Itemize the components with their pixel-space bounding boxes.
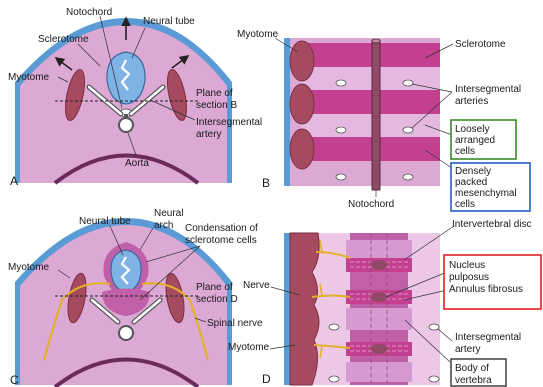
label-b-arteries-2: arteries — [455, 96, 488, 107]
label-d-myotome: Myotome — [228, 342, 270, 353]
panel-b-notochord-rod — [372, 40, 380, 190]
label-d-body-2: vertebra — [455, 375, 492, 386]
artery-b-4 — [403, 127, 413, 133]
panel-a: Notochord Neural tube Sclerotome Myotome… — [8, 7, 262, 188]
vertebral-body-2 — [346, 308, 412, 330]
label-b-notochord: Notochord — [348, 199, 394, 210]
panel-letter-d: D — [262, 372, 271, 386]
label-a-interseg-1: Intersegmental — [196, 117, 262, 128]
vertebral-body-3 — [346, 362, 412, 382]
label-a-aorta: Aorta — [125, 158, 149, 169]
label-c-arch-2: arch — [154, 220, 173, 231]
panel-b-notochord-cap — [372, 39, 380, 43]
artery-b-3 — [336, 127, 346, 133]
label-c-plane-1: Plane of — [196, 282, 233, 293]
panel-a-aorta — [119, 118, 133, 132]
label-a-interseg-2: artery — [196, 129, 222, 140]
panel-b-myotome-1 — [290, 41, 314, 81]
panel-letter-c: C — [10, 373, 19, 387]
label-a-neural-tube: Neural tube — [143, 16, 195, 27]
panel-c: Neural tube Neural arch Condensation of … — [8, 208, 263, 387]
label-d-annulus: Annulus fibrosus — [449, 284, 523, 295]
label-b-dense-3: mesenchymal — [455, 188, 517, 199]
label-d-ivd: Intervertebral disc — [452, 219, 531, 230]
label-c-plane-2: section D — [196, 294, 238, 305]
label-a-myotome: Myotome — [8, 72, 50, 83]
label-b-myotome: Myotome — [237, 29, 279, 40]
label-c-neural-tube: Neural tube — [79, 216, 131, 227]
label-a-plane-2: section B — [196, 100, 237, 111]
panel-b-myotome-3 — [290, 129, 314, 169]
label-b-loose-2: arranged — [455, 135, 495, 146]
panel-letter-b: B — [262, 176, 270, 190]
dense-band-2 — [300, 90, 440, 114]
loose-band-1 — [300, 67, 440, 90]
artery-d-1 — [329, 324, 339, 330]
panel-c-aorta — [119, 326, 133, 340]
label-d-np-2: pulposus — [449, 272, 489, 283]
panel-b-ectoderm — [284, 38, 290, 186]
label-d-body-1: Body of — [455, 363, 489, 374]
panel-b: Myotome Sclerotome Intersegmental arteri… — [237, 29, 530, 211]
nucleus-pulposus-1 — [371, 260, 387, 270]
label-c-arch-1: Neural — [154, 208, 183, 219]
artery-d-4 — [429, 376, 439, 382]
nucleus-pulposus-2 — [371, 292, 387, 302]
label-d-np-1: Nucleus — [449, 260, 485, 271]
artery-b-2 — [403, 80, 413, 86]
label-b-dense-2: packed — [455, 177, 487, 188]
label-b-arteries-1: Intersegmental — [455, 84, 521, 95]
label-a-sclerotome: Sclerotome — [38, 34, 89, 45]
artery-b-1 — [336, 80, 346, 86]
label-b-dense-1: Densely — [455, 166, 491, 177]
nucleus-pulposus-3 — [371, 344, 387, 354]
artery-d-2 — [429, 324, 439, 330]
label-a-plane-1: Plane of — [196, 88, 233, 99]
artery-d-3 — [329, 376, 339, 382]
dense-band-3 — [300, 137, 440, 161]
label-d-nerve: Nerve — [243, 280, 270, 291]
label-c-cond-1: Condensation of — [185, 223, 258, 234]
label-b-dense-4: cells — [455, 199, 475, 210]
label-c-spinal-nerve: Spinal nerve — [207, 318, 263, 329]
artery-b-5 — [336, 174, 346, 180]
label-c-myotome: Myotome — [8, 262, 50, 273]
label-a-notochord: Notochord — [66, 7, 112, 18]
loose-band-2 — [300, 114, 440, 137]
label-b-loose-1: Loosely — [455, 124, 489, 135]
label-d-artery-1: Intersegmental — [455, 332, 521, 343]
artery-b-6 — [403, 174, 413, 180]
panel-d-myotome — [290, 233, 319, 385]
label-b-loose-3: cells — [455, 146, 475, 157]
leader-d-artery — [438, 329, 452, 341]
vertebral-body-1 — [346, 240, 412, 258]
panel-c-neural-tube — [111, 250, 141, 292]
dense-band-1 — [300, 43, 440, 67]
label-b-sclerotome: Sclerotome — [455, 39, 506, 50]
panel-b-myotome-2 — [290, 84, 314, 124]
panel-d: Intervertebral disc Nerve Myotome Nucleu… — [228, 219, 541, 386]
label-d-artery-2: artery — [455, 344, 481, 355]
panel-d-ectoderm — [284, 233, 290, 385]
panel-letter-a: A — [10, 174, 18, 188]
label-c-cond-2: sclerotome cells — [185, 235, 257, 246]
